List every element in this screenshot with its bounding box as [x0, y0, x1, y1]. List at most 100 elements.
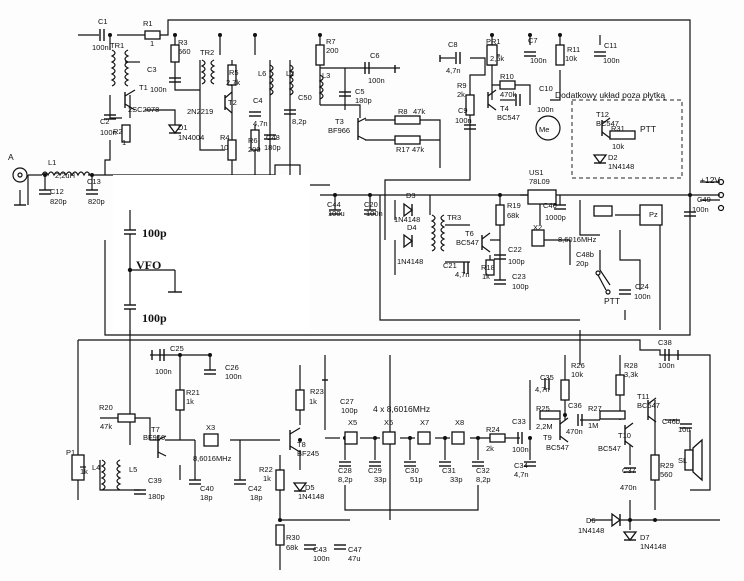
c7-ref-label: C7	[528, 36, 538, 45]
c36-value-label: 470n	[566, 427, 583, 436]
c9-ref-label: C9	[458, 106, 468, 115]
d1-ref-label: D1	[178, 123, 188, 132]
t10-ref-label: T10	[618, 431, 631, 440]
d4-value-label: 1N4148	[397, 257, 423, 266]
pr1-value-label: 2,5k	[490, 54, 504, 63]
l4-ref-label: L4	[92, 463, 100, 472]
r25-value-label: 2,2M	[536, 422, 553, 431]
t1-value-label: 2SC2078	[128, 105, 159, 114]
cap-c32	[472, 461, 484, 467]
x8-ref-label: X8	[455, 418, 464, 427]
cap-c30	[404, 461, 416, 467]
c40-value-label: 18p	[200, 493, 213, 502]
r3-value-label: 560	[178, 47, 191, 56]
c29-ref-label: C29	[368, 466, 382, 475]
c30-ref-label: C30	[405, 466, 419, 475]
d1-value-label: 1N4004	[178, 133, 204, 142]
r4-value-label: 10	[220, 143, 228, 152]
us1-ref-label: US1	[529, 168, 544, 177]
c46-value-label: 1000p	[545, 213, 566, 222]
pz-ref-label: Pz	[649, 210, 658, 219]
c33-ref-label: C33	[512, 417, 526, 426]
x2-ref-label: X2	[533, 223, 542, 232]
c50-value-label: 8,2p	[292, 117, 307, 126]
cap-c6	[364, 62, 370, 74]
c49-ref-label: C49	[697, 195, 711, 204]
r29-ref-label: R29	[660, 461, 674, 470]
t6-ref-label: T6	[465, 229, 474, 238]
cap-c38	[664, 349, 670, 361]
c24-value-label: 100n	[634, 292, 651, 301]
c35-value-label: 4,7n	[535, 385, 550, 394]
pr1-ref-label: PR1	[486, 37, 501, 46]
cap-c26	[204, 369, 216, 375]
c3-ref-label: C3	[147, 65, 157, 74]
r11-ref-label: R11	[567, 45, 580, 54]
x3-value-label: 8,6016MHz	[193, 454, 232, 463]
r5-value-label: 2,7k	[226, 78, 240, 87]
us1-value-label: 78L09	[529, 177, 550, 186]
annotation-title: Dodatkowy układ poza płytką	[555, 90, 665, 100]
r18-ref-label: R18	[481, 263, 495, 272]
c8-value-label: 4,7n	[446, 66, 461, 75]
antenna-jack-icon	[12, 167, 28, 183]
cap-c22	[494, 254, 506, 260]
t3-ref-label: T3	[335, 117, 344, 126]
d4-ref-label: D4	[407, 223, 417, 232]
r7-value-label: 200	[326, 46, 339, 55]
c23-ref-label: C23	[512, 272, 526, 281]
c43-value-label: 100n	[313, 554, 330, 563]
cap-c39	[134, 489, 146, 495]
c43-ref-label: C43	[313, 545, 327, 554]
d3-ref-label: D3	[406, 191, 416, 200]
c48-ref-label: C48	[266, 133, 280, 142]
tr1-ref-label: TR1	[110, 41, 124, 50]
c48-value-label: 180p	[264, 143, 281, 152]
c46-ref-label: C46	[543, 201, 557, 210]
r22-ref-label: R22	[259, 465, 273, 474]
r8-ref-label: R8	[398, 107, 408, 116]
r23-value-label: 1k	[309, 397, 317, 406]
c50-ref-label: C50	[298, 93, 312, 102]
r29-value-label: 560	[660, 470, 673, 479]
r26-ref-label: R26	[571, 361, 585, 370]
x3-ref-label: X3	[206, 423, 215, 432]
r4-ref-label: R4	[220, 133, 230, 142]
c42-ref-label: C42	[248, 484, 262, 493]
c12-value-label: 820p	[50, 197, 67, 206]
d3-value-label: 1N4148	[394, 215, 420, 224]
ptt-label-top: PTT	[640, 124, 656, 134]
c44-ref-label: C44	[327, 200, 341, 209]
cap-c7	[524, 51, 536, 57]
c46b-value-label: 10u	[678, 425, 691, 434]
cap-c12	[39, 189, 51, 195]
l1-ref-label: L1	[48, 158, 56, 167]
vfo-cap-top-label: 100p	[142, 226, 167, 240]
cap-c46	[554, 204, 566, 210]
t11-ref-label: T11	[637, 392, 649, 401]
c13-ref-label: C13	[87, 177, 101, 186]
r30-ref-label: R30	[286, 533, 300, 542]
t1-ref-label: T1	[139, 83, 148, 92]
t11-value-label: BC547	[637, 401, 660, 410]
c11-value-label: 100n	[603, 56, 620, 65]
cap-c3	[169, 77, 181, 83]
c25-ref-label: C25	[170, 344, 184, 353]
c13-value-label: 820p	[88, 197, 105, 206]
d6-ref-label: D6	[586, 516, 596, 525]
cap-c24	[619, 289, 631, 295]
c48b-ref-label: C48b	[576, 250, 594, 259]
r5-ref-label: R5	[229, 68, 239, 77]
c5-value-label: 180p	[355, 96, 372, 105]
t2-value-label: 2N2219	[187, 107, 213, 116]
c39-ref-label: C39	[148, 476, 162, 485]
l3-ref-label: L3	[322, 71, 330, 80]
t4-value-label: BC547	[497, 113, 520, 122]
cap-c42	[234, 479, 246, 485]
antenna-label: A	[8, 152, 14, 162]
t12-ref-label: T12	[596, 110, 609, 119]
c47-ref-label: C47	[348, 545, 362, 554]
r1-value-label: 1	[150, 39, 154, 48]
